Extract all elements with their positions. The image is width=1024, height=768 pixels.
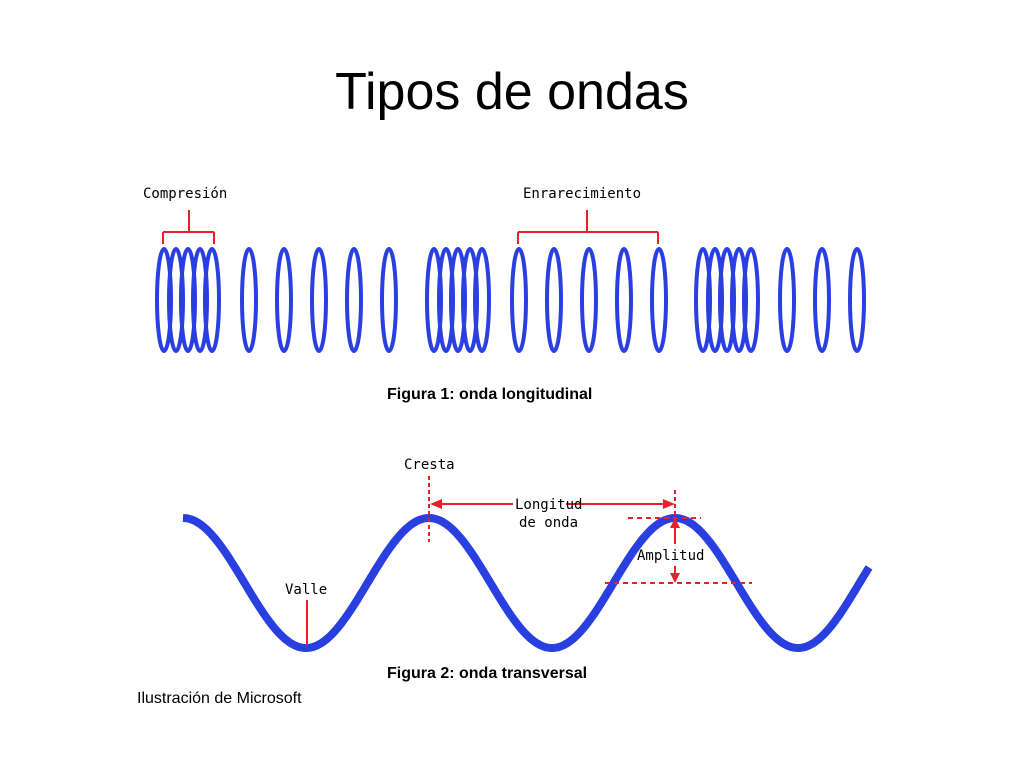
rarefaction-bracket xyxy=(517,210,659,244)
coil-ring xyxy=(240,247,258,353)
coil-ring xyxy=(310,247,328,353)
coil-ring xyxy=(650,247,668,353)
trough-label: Valle xyxy=(285,582,327,598)
figure2-caption: Figura 2: onda transversal xyxy=(387,665,587,682)
crest-label: Cresta xyxy=(404,457,455,473)
coil-ring xyxy=(813,247,831,353)
rarefaction-label: Enrarecimiento xyxy=(523,186,641,202)
spring-coils xyxy=(155,247,866,353)
wavelength-label-line1: Longitud xyxy=(515,497,582,513)
coil-ring xyxy=(345,247,363,353)
compression-label: Compresión xyxy=(143,186,227,202)
wavelength-label-line2: de onda xyxy=(519,515,578,531)
wavelength-arrow xyxy=(430,490,676,520)
transverse-wave-figure: Cresta Longitud de onda Amplitud Valle F… xyxy=(182,457,873,682)
coil-ring xyxy=(615,247,633,353)
coil-ring xyxy=(203,247,221,353)
coil-ring xyxy=(380,247,398,353)
coil-ring xyxy=(545,247,563,353)
compression-bracket xyxy=(162,210,215,244)
slide-title: Tipos de ondas xyxy=(335,63,689,121)
coil-ring xyxy=(275,247,293,353)
coil-ring xyxy=(473,247,491,353)
coil-ring xyxy=(510,247,528,353)
amplitude-label: Amplitud xyxy=(637,548,704,564)
transverse-wave-curve xyxy=(182,513,873,652)
coil-ring xyxy=(848,247,866,353)
figure1-caption: Figura 1: onda longitudinal xyxy=(387,386,592,403)
illustration-credit: Ilustración de Microsoft xyxy=(137,690,302,707)
longitudinal-wave-figure: Compresión Enrarecimiento Figura 1: onda… xyxy=(143,186,866,403)
coil-ring xyxy=(580,247,598,353)
coil-ring xyxy=(778,247,796,353)
coil-ring xyxy=(742,247,760,353)
amplitude-marker xyxy=(605,517,752,584)
